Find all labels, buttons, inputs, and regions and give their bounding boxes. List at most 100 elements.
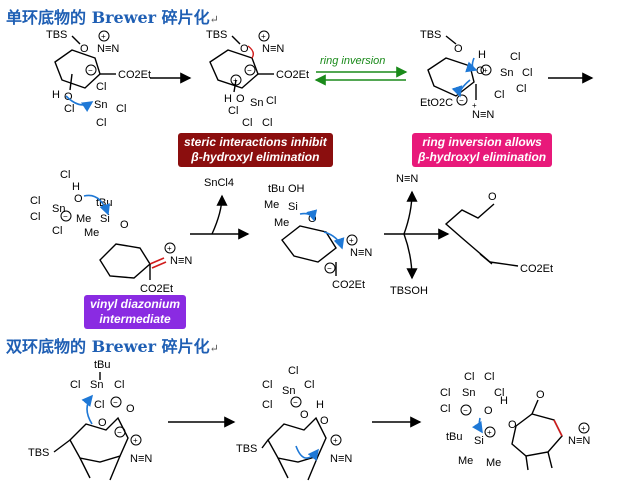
svg-text:Si: Si [474,435,484,447]
svg-text:tBu: tBu [268,183,285,195]
structure-e: tBu OH Me Si Me O + N≡N − CO2Et [264,183,372,291]
svg-text:O: O [476,65,485,77]
svg-text:N≡N: N≡N [472,109,494,121]
svg-text:+: + [472,101,477,110]
svg-text:Sn: Sn [282,385,295,397]
section-title-bicyclic: 双环底物的 Brewer 碎片化↵ [6,337,219,356]
svg-text:O: O [488,191,497,203]
svg-text:Cl: Cl [30,195,40,207]
svg-text:TBS: TBS [236,443,257,455]
svg-text:O: O [74,193,83,205]
arrow-d-to-e: SnCl4 [190,177,250,240]
svg-text:O: O [454,43,463,55]
ring-inversion-equilibrium: ring inversion [314,55,408,86]
svg-text:Cl: Cl [262,117,272,129]
svg-text:−: − [293,398,298,407]
svg-text:TBS: TBS [420,29,441,41]
svg-text:Cl: Cl [464,371,474,383]
svg-text:Cl: Cl [494,387,504,399]
svg-text:TBS: TBS [28,447,49,459]
svg-text:O: O [126,403,135,415]
svg-text:Sn: Sn [462,387,475,399]
svg-text:tBu: tBu [94,359,111,371]
svg-text:+: + [487,428,492,437]
svg-text:O: O [240,43,249,55]
sn-label: Sn [94,99,107,111]
structure-a: TBS O + N≡N − CO2Et O H Sn Cl Cl Cl Cl [46,29,151,129]
svg-text:−: − [463,406,468,415]
structure-h: Cl Cl Sn Cl Cl − O H O TBS + N≡N [236,365,352,481]
n2-byproduct-label: N≡N [396,173,418,185]
svg-text:Cl: Cl [266,95,276,107]
diazo-label: N≡N [97,43,119,55]
svg-text:+: + [233,76,238,85]
svg-text:Cl: Cl [242,117,252,129]
svg-text:CO2Et: CO2Et [276,69,309,81]
product-f: O CO2Et [444,191,553,275]
svg-text:N≡N: N≡N [568,435,590,447]
hydroxyl-h-label: H [52,89,60,101]
svg-text:CO2Et: CO2Et [140,283,173,295]
svg-text:+: + [581,424,586,433]
svg-text:Cl: Cl [114,379,124,391]
svg-text:N≡N: N≡N [350,247,372,259]
svg-text:tBu: tBu [446,431,463,443]
svg-text:H: H [72,181,80,193]
svg-text:+: + [261,32,266,41]
svg-text:H: H [478,49,486,61]
svg-text:−: − [459,96,464,105]
svg-text:Cl: Cl [522,67,532,79]
svg-text:−: − [117,428,122,437]
structure-b: TBS O + N≡N − CO2Et + H O Sn Cl Cl Cl Cl [206,29,309,129]
svg-text:Me: Me [274,217,289,229]
svg-text:+: + [349,236,354,245]
svg-text:Cl: Cl [516,83,526,95]
svg-text:O: O [320,415,329,427]
svg-text:Cl: Cl [262,379,272,391]
structure-g: tBu Cl Sn Cl Cl − O O TBS − + N≡N [28,359,152,481]
svg-text:H: H [316,399,324,411]
o-label: O [80,43,89,55]
svg-text:Cl: Cl [228,105,238,117]
svg-text:−: − [63,212,68,221]
sncl4-label: SnCl4 [204,177,234,189]
svg-text:Cl: Cl [484,371,494,383]
co2et-label: CO2Et [118,69,151,81]
svg-text:N≡N: N≡N [130,453,152,465]
structure-c: TBS O H O + Sn Cl Cl Cl Cl EtO2C − + N≡N [420,29,532,121]
svg-text:O: O [98,417,107,429]
svg-text:Cl: Cl [30,211,40,223]
svg-text:O: O [120,219,129,231]
tbsoh-byproduct-label: TBSOH [390,285,428,297]
svg-text:Me: Me [486,457,501,469]
structure-i: Cl Cl Cl Sn Cl Cl − O H tBu Si + Me Me O… [440,371,590,471]
arrow-e-to-f: N≡N TBSOH [384,173,450,297]
svg-text:−: − [327,264,332,273]
svg-text:H: H [500,395,508,407]
svg-text:Me: Me [458,455,473,467]
svg-text:Cl: Cl [494,89,504,101]
svg-text:Cl: Cl [440,403,450,415]
svg-text:O: O [236,93,245,105]
svg-text:Cl: Cl [70,379,80,391]
svg-text:+: + [133,436,138,445]
svg-text:Cl: Cl [94,399,104,411]
svg-text:Si: Si [288,201,298,213]
svg-text:−: − [247,66,252,75]
structure-d: Cl H O Sn Cl Cl Cl − tBu Me Si Me O + N≡… [30,169,192,295]
svg-text:EtO2C: EtO2C [420,97,453,109]
svg-text:O: O [536,389,545,401]
svg-text:Cl: Cl [60,169,70,181]
svg-text:N≡N: N≡N [262,43,284,55]
svg-text:O: O [484,405,493,417]
svg-text:Sn: Sn [90,379,103,391]
svg-text:N≡N: N≡N [170,255,192,267]
svg-text:CO2Et: CO2Et [332,279,365,291]
hydroxyl-o-label: O [64,91,73,103]
svg-text:Cl: Cl [304,379,314,391]
svg-text:+: + [167,244,172,253]
svg-text:Sn: Sn [52,203,65,215]
svg-text:Cl: Cl [52,225,62,237]
